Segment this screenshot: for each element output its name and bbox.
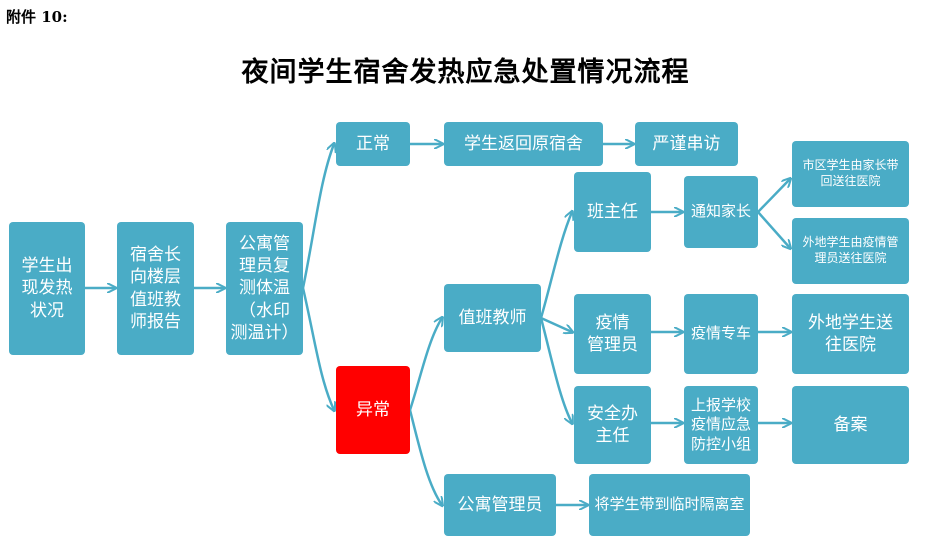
- node-safety-director: 安全办 主任: [574, 386, 651, 464]
- arrow-to-epidemicmanager: [540, 316, 572, 332]
- node-return-dorm: 学生返回原宿舍: [444, 122, 603, 166]
- node-outside-to-hospital: 外地学生送 往医院: [792, 294, 909, 374]
- node-report-school: 上报学校 疫情应急 防控小组: [684, 386, 758, 464]
- node-dorm-manager: 公寓管理员: [444, 474, 556, 536]
- node-outside-students: 外地学生由疫情管 理员送往医院: [792, 218, 909, 284]
- node-head-teacher: 班主任: [574, 172, 651, 252]
- node-urban-students: 市区学生由家长带 回送往医院: [792, 141, 909, 207]
- node-abnormal: 异常: [336, 366, 410, 454]
- node-student-fever: 学生出 现发热 状况: [9, 222, 85, 355]
- node-epidemic-manager: 疫情 管理员: [574, 294, 651, 374]
- curve-to-headteacher: [539, 212, 572, 319]
- node-epidemic-car: 疫情专车: [684, 294, 758, 374]
- node-notify-parents: 通知家长: [684, 176, 758, 248]
- arrow-notify-to-urban: [757, 179, 790, 213]
- page-title: 夜间学生宿舍发热应急处置情况流程: [241, 57, 690, 88]
- curve-to-dormmanager: [408, 409, 442, 505]
- curve-to-dutyteacher: [408, 318, 442, 411]
- node-file-record: 备案: [792, 386, 909, 464]
- curve-to-normal: [301, 144, 334, 289]
- node-no-visiting: 严谨串访: [635, 122, 738, 166]
- curve-to-safetydirector: [539, 317, 572, 423]
- curve-to-abnormal: [301, 287, 334, 410]
- attachment-label: 附件 10:: [6, 8, 68, 26]
- node-isolation-room: 将学生带到临时隔离室: [589, 474, 750, 536]
- arrow-notify-to-outside: [757, 211, 790, 248]
- node-normal: 正常: [336, 122, 410, 166]
- node-manager-retest: 公寓管 理员复 测体温 （水印 测温计）: [226, 222, 303, 355]
- node-dorm-head-report: 宿舍长 向楼层 值班教 师报告: [117, 222, 194, 355]
- node-duty-teacher: 值班教师: [444, 284, 541, 352]
